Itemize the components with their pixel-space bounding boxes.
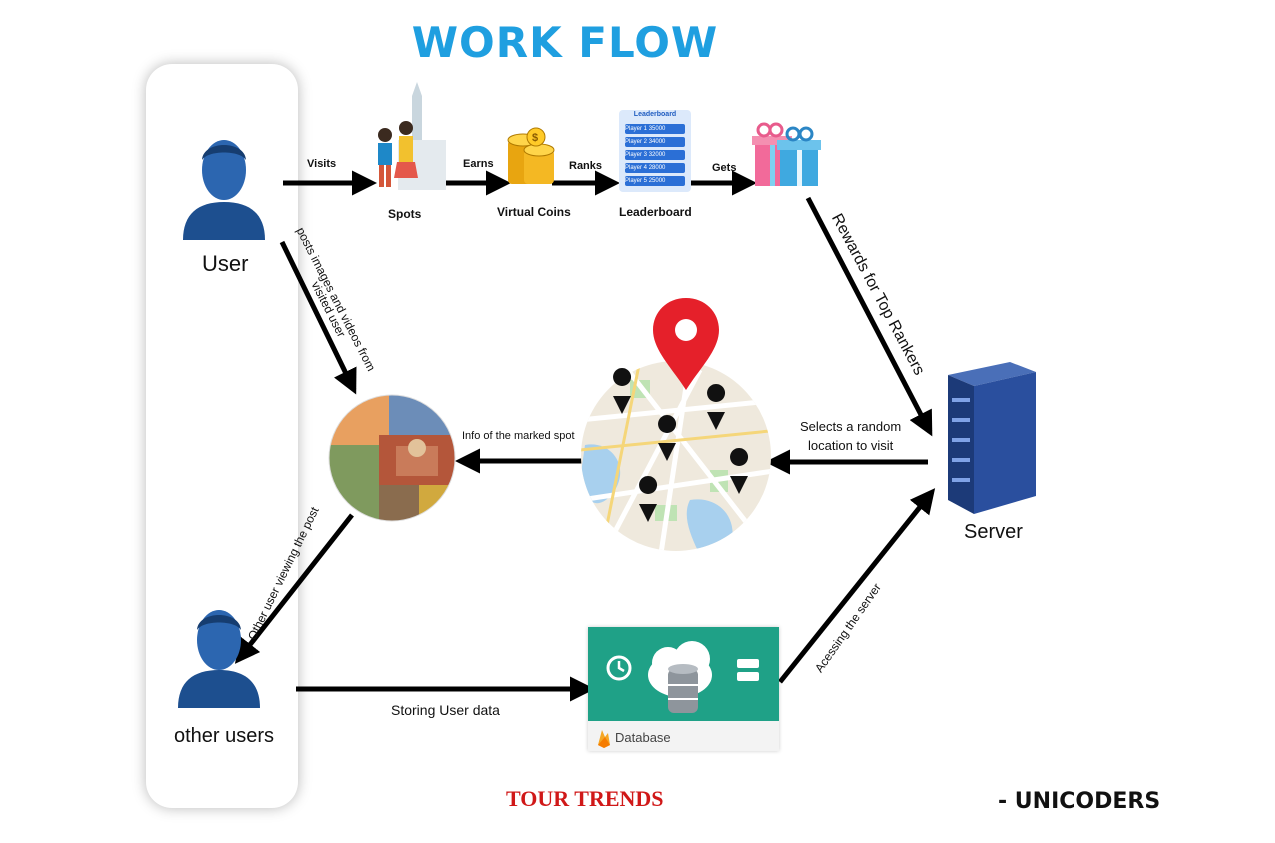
edge-label-storing: Storing User data [391,702,500,718]
database-banner [588,627,779,721]
spots-illustration [378,82,446,190]
map-pins [613,368,749,522]
edge-label-selects-line2: location to visit [808,438,894,453]
virtual-coins-label: Virtual Coins [497,205,571,219]
app-name: TOUR TRENDS [506,786,664,811]
edge-label-gets: Gets [712,162,737,174]
spots-label: Spots [388,207,422,221]
gift-illustration [752,122,821,186]
arrow-viewing [234,513,354,664]
edge-label-visits: Visits [307,158,337,170]
database-icons [606,641,759,713]
edge-label-selects-line1: Selects a random [800,419,902,434]
coins-illustration: $ [507,127,555,184]
leaderboard-row: Player 4 28000 [625,163,685,173]
leaderboard-row: Player 2 34000 [625,137,685,147]
other-users-label: other users [174,725,275,747]
arrow-rewards [805,196,933,437]
user-icon [183,140,265,240]
diagram-title: WORK FLOW [411,18,719,67]
map-illustration [581,361,771,551]
location-pin-icon [653,298,719,390]
arrow-accessing [778,488,936,684]
database-card: Database [588,627,779,751]
user-label: User [202,251,249,276]
svg-text:$: $ [532,132,538,144]
leaderboard-row: Player 1 35000 [625,124,685,134]
arrow-posts [279,240,357,395]
other-users-icon [178,610,260,708]
firebase-icon [598,730,610,748]
server-icon [948,362,1036,514]
server-label: Server [964,521,1023,543]
leaderboard-graphic: Leaderboard Player 1 35000 Player 2 3400… [619,110,691,192]
edge-label-ranks: Ranks [569,160,603,172]
edge-label-earns: Earns [463,158,494,170]
leaderboard-row: Player 5 25000 [625,176,685,186]
photo-collage [328,394,456,522]
edge-label-info: Info of the marked spot [462,430,575,442]
leaderboard-row: Player 3 32000 [625,150,685,160]
database-label: Database [615,730,671,745]
leaderboard-header: Leaderboard [633,111,677,118]
leaderboard-label: Leaderboard [619,205,692,219]
team-name: - UNICODERS [998,789,1161,814]
